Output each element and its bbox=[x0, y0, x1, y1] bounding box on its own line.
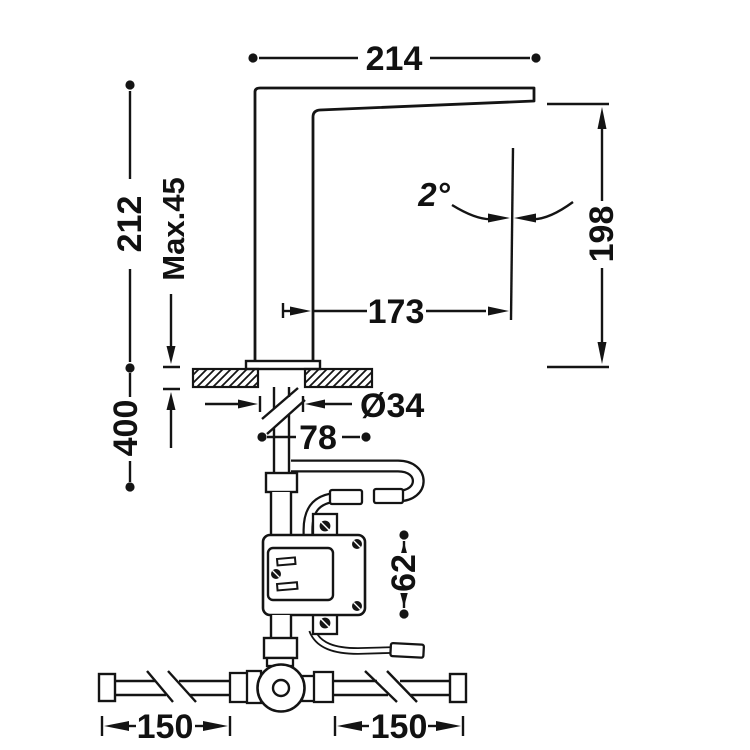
shank-pipe bbox=[261, 387, 306, 537]
dim-under-deck-length: 400 bbox=[107, 373, 145, 492]
dim-hole-diameter-label: Ø34 bbox=[360, 387, 424, 425]
dim-supply-pipe-right: 150 bbox=[333, 708, 465, 746]
dim-supply-left-label: 150 bbox=[137, 708, 194, 746]
dim-control-box-height-label: 62 bbox=[385, 554, 423, 592]
dim-spout-height-label: 198 bbox=[583, 206, 621, 263]
break-symbol bbox=[167, 670, 197, 703]
break-symbol bbox=[386, 670, 418, 703]
pipe-end-cap bbox=[448, 672, 468, 704]
cable-plug-right bbox=[372, 487, 405, 505]
dim-spout-reach-label: 214 bbox=[366, 40, 423, 78]
dim-total-height-label: 212 bbox=[111, 196, 149, 253]
counter-deck bbox=[191, 367, 374, 389]
dim-control-box-height: 62 bbox=[385, 530, 423, 619]
break-symbol bbox=[266, 399, 306, 435]
dim-spout-reach: 214 bbox=[248, 40, 541, 78]
break-symbol bbox=[146, 670, 174, 703]
break-symbol bbox=[261, 387, 299, 420]
valve-body bbox=[262, 636, 299, 660]
dim-supply-right-label: 150 bbox=[371, 708, 428, 746]
pipe-end-cap bbox=[97, 672, 117, 703]
panel-slot bbox=[275, 556, 297, 567]
break-symbol bbox=[364, 670, 398, 703]
dim-max-deck-thickness: Max.45 bbox=[156, 177, 191, 448]
supply-pipe-right bbox=[333, 670, 468, 704]
shank-nut bbox=[264, 471, 299, 494]
dim-supply-pipe-left: 150 bbox=[100, 708, 232, 746]
deck-hatch-right bbox=[303, 367, 374, 389]
cable-end-connector bbox=[389, 641, 426, 659]
dim-under-deck-label: 400 bbox=[107, 400, 145, 457]
faucet-base-plate bbox=[244, 359, 322, 371]
faucet-outline bbox=[253, 86, 536, 364]
control-box-assembly bbox=[261, 512, 367, 636]
tee-fitting-left-outer bbox=[228, 671, 250, 704]
dim-max-deck-label: Max.45 bbox=[156, 177, 191, 280]
faucet-body bbox=[244, 86, 536, 371]
tee-fitting-right-outer bbox=[312, 670, 335, 704]
dim-hole-diameter: Ø34 bbox=[205, 387, 424, 425]
dim-shank-clearance: 78 bbox=[257, 419, 371, 457]
dim-shank-clearance-label: 78 bbox=[299, 419, 337, 457]
tee-center-hole bbox=[271, 678, 291, 698]
dim-spout-offset-label: 173 bbox=[368, 293, 425, 331]
panel-slot bbox=[275, 581, 299, 592]
cable-plug-left bbox=[328, 488, 364, 506]
tee-connector-assembly bbox=[228, 615, 335, 713]
dim-spout-offset: 173 bbox=[281, 293, 509, 331]
supply-pipe-left bbox=[97, 670, 230, 703]
water-stream-line: 2° bbox=[417, 147, 574, 321]
dim-total-height: 212 bbox=[111, 80, 149, 373]
dim-stream-angle-label: 2° bbox=[417, 176, 450, 213]
dim-spout-height: 198 bbox=[547, 102, 621, 369]
deck-hatch-left bbox=[191, 367, 260, 389]
